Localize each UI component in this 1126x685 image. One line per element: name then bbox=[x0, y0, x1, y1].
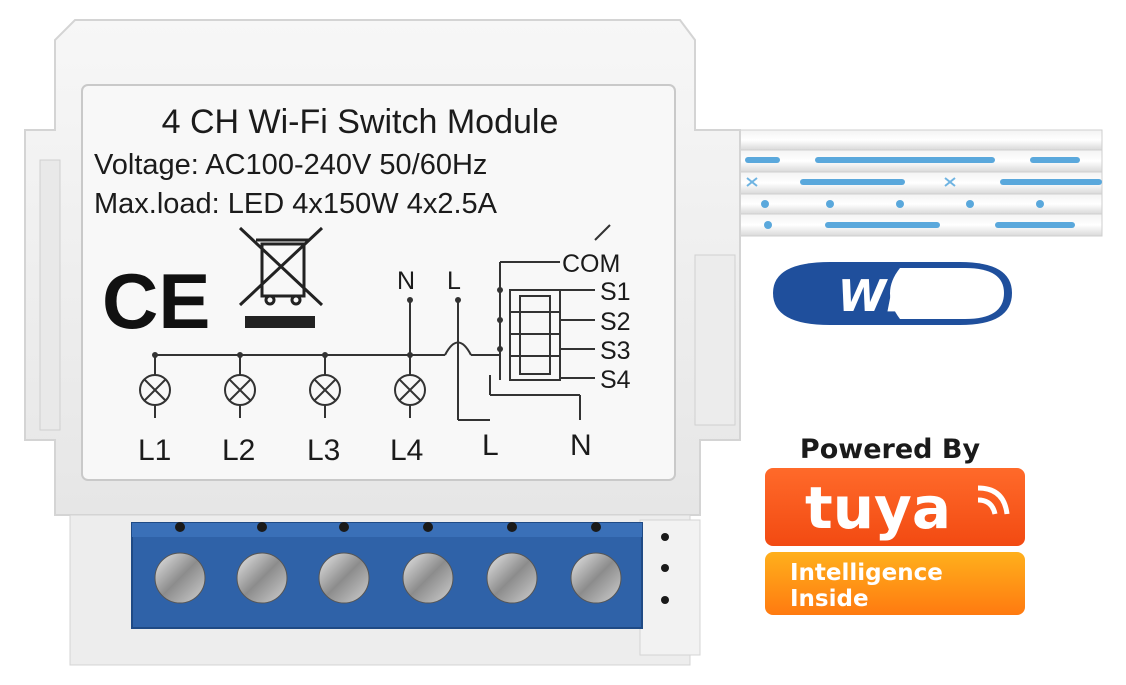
terminal-screw bbox=[154, 552, 622, 604]
signal-waves-icon bbox=[977, 485, 1010, 515]
wifi-logo-text: WiFi bbox=[838, 271, 948, 322]
load-label-l2: L2 bbox=[222, 434, 255, 467]
wire-bundle bbox=[699, 129, 1103, 237]
load-label-l3: L3 bbox=[307, 434, 340, 467]
load-label-l1: L1 bbox=[138, 434, 171, 467]
wifi-logo: WiFi bbox=[773, 262, 1012, 325]
switch-label-s1: S1 bbox=[600, 278, 631, 306]
switch-label-s2: S2 bbox=[600, 308, 631, 336]
tuya-logo-text: tuya bbox=[805, 474, 951, 542]
load-label-l4: L4 bbox=[390, 434, 423, 467]
ce-mark: CE bbox=[102, 257, 210, 345]
wiring-diagram bbox=[139, 224, 611, 421]
switch-label-s4: S4 bbox=[600, 366, 631, 394]
switch-label-com: COM bbox=[562, 250, 620, 278]
intelligence-text: Intelligence bbox=[790, 560, 943, 586]
voltage-spec: Voltage: AC100-240V 50/60Hz bbox=[94, 149, 487, 181]
switch-label-s3: S3 bbox=[600, 337, 631, 365]
maxload-spec: Max.load: LED 4x150W 4x2.5A bbox=[94, 188, 498, 220]
terminal-label-l: L bbox=[447, 267, 461, 295]
terminal-block bbox=[131, 522, 643, 629]
terminal-label-n: N bbox=[397, 267, 415, 295]
module-title: 4 CH Wi-Fi Switch Module bbox=[162, 103, 559, 141]
intelligence-inside-badge: Intelligence Inside bbox=[765, 552, 1025, 615]
weee-bin-icon bbox=[238, 226, 324, 328]
tuya-logo: tuya bbox=[765, 468, 1025, 546]
powered-by-text: Powered By bbox=[800, 434, 981, 465]
supply-label-n: N bbox=[570, 429, 592, 462]
inside-text: Inside bbox=[790, 586, 869, 612]
supply-label-l: L bbox=[482, 429, 499, 462]
